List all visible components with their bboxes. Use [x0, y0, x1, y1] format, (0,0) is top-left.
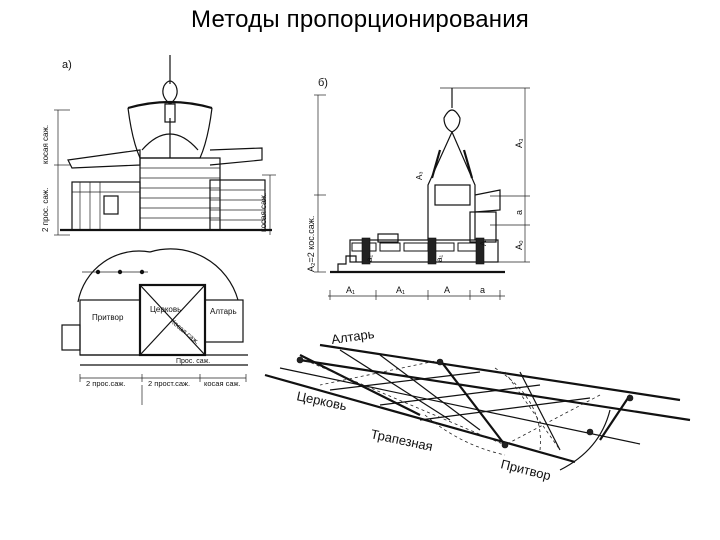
- fig-b-bottom-1: A₁: [346, 285, 355, 295]
- fig-b-bottom-3: A: [444, 285, 450, 295]
- fig-b-bottom-2: A₁: [396, 285, 405, 295]
- elev-dim-3: косая саж.: [259, 193, 268, 232]
- fig-b-bottom-4: a: [480, 285, 485, 295]
- plan-dim-3: 2 прост.саж.: [148, 379, 190, 388]
- fig-b-right-dim-3: A₀: [514, 240, 524, 250]
- plan-room-diag: Косая саж.: [169, 318, 200, 346]
- fig-b-inner-2: a₁: [365, 255, 374, 262]
- plan-room-church: Церковь: [150, 305, 181, 314]
- fig-b-section: б) A₂=2 кос.саж. A₃ a A₀: [306, 77, 530, 300]
- fig-b-right-dim-2: a: [514, 210, 524, 215]
- plan-room-altar: Алтарь: [210, 307, 237, 316]
- fig-c-refectory: Трапезная: [369, 426, 434, 454]
- fig-b-inner-3: a₁: [435, 255, 444, 262]
- fig-a-plan: Притвор Церковь Алтарь Косая саж. Прос. …: [61, 248, 248, 405]
- elev-dim-1: 2 прос. саж.: [41, 188, 50, 232]
- fig-a-label: а): [62, 59, 72, 71]
- elev-dim-2: косая саж.: [41, 125, 50, 164]
- fig-b-inner-4: A: [479, 240, 488, 246]
- plan-dim-4: косая саж.: [204, 379, 241, 388]
- fig-c-altar: Алтарь: [330, 326, 375, 347]
- plan-dim-1: Прос. саж.: [176, 358, 210, 365]
- fig-b-label: б): [318, 77, 328, 89]
- plan-room-porch: Притвор: [92, 313, 124, 322]
- fig-b-right-dim-1: A₃: [514, 138, 524, 148]
- fig-b-inner-1: A₃: [415, 171, 424, 180]
- fig-c-grid: Алтарь Церковь Трапезная Притвор: [264, 326, 691, 483]
- fig-b-left-dim: A₂=2 кос.саж.: [306, 216, 316, 272]
- plan-dim-2: 2 прос.саж.: [86, 379, 126, 388]
- fig-a-elevation: а): [41, 55, 276, 236]
- fig-c-porch: Притвор: [499, 456, 552, 483]
- slide-title: Методы пропорционирования: [191, 6, 529, 33]
